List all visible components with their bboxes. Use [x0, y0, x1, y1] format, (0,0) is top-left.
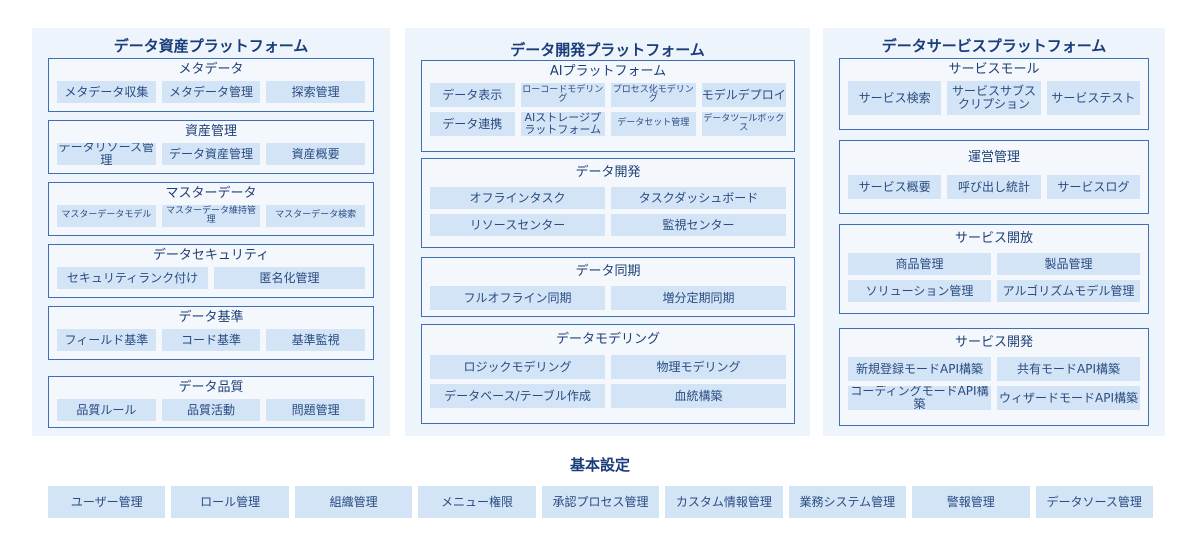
module-data-quality: データ品質 品質ルール 品質活動 問題管理 [48, 376, 374, 428]
item-solution-management[interactable]: ソリューション管理 [848, 280, 991, 302]
item-service-subscription[interactable]: サービスサブスクリプション [947, 81, 1041, 115]
base-settings-row: ユーザー管理 ロール管理 組織管理 メニュー権限 承認プロセス管理 カスタム情報… [48, 486, 1153, 518]
base-item-custom-info[interactable]: カスタム情報管理 [665, 486, 783, 518]
module-ai-platform: AIプラットフォーム データ表示 ローコードモデリング プロセス化モデリング モ… [421, 60, 795, 152]
item-logic-modeling[interactable]: ロジックモデリング [430, 355, 605, 379]
item-model-deploy[interactable]: モデルデプロイ [701, 83, 786, 107]
item-data-integration[interactable]: データ連携 [430, 112, 515, 136]
item-data-toolbox[interactable]: データツールボックス [701, 112, 786, 136]
item-process-modeling[interactable]: プロセス化モデリング [611, 83, 696, 107]
item-security-ranking[interactable]: セキュリティランク付け [57, 267, 208, 289]
item-coding-mode-api[interactable]: コーディングモードAPI構築 [848, 386, 991, 410]
item-service-overview[interactable]: サービス概要 [848, 175, 942, 199]
item-full-offline-sync[interactable]: フルオフライン同期 [430, 286, 605, 310]
item-asset-overview[interactable]: 資産概要 [266, 143, 366, 165]
item-db-table-creation[interactable]: データベース/テーブル作成 [430, 384, 605, 408]
module-service-open: サービス開放 商品管理 製品管理 ソリューション管理 アルゴリズムモデル管理 [839, 224, 1149, 314]
module-data-modeling: データモデリング ロジックモデリング 物理モデリング データベース/テーブル作成… [421, 324, 795, 424]
item-algorithm-model-management[interactable]: アルゴリズムモデル管理 [997, 280, 1140, 302]
module-title: データ同期 [575, 264, 641, 279]
item-quality-rules[interactable]: 品質ルール [57, 399, 156, 421]
item-data-asset-management[interactable]: データ資産管理 [161, 143, 261, 165]
item-data-resource-management[interactable]: データリソース管理 [57, 143, 156, 165]
item-issue-management[interactable]: 問題管理 [266, 399, 366, 421]
dev-platform-panel: データ開発プラットフォーム AIプラットフォーム データ表示 ローコードモデリン… [405, 28, 810, 436]
module-data-standards: データ基準 フィールド基準 コード基準 基準監視 [48, 306, 374, 360]
module-data-security: データセキュリティ セキュリティランク付け 匿名化管理 [48, 244, 374, 298]
item-anonymization-management[interactable]: 匿名化管理 [214, 267, 365, 289]
item-offline-task[interactable]: オフラインタスク [430, 187, 605, 209]
item-ai-storage-platform[interactable]: AIストレージプラットフォーム [520, 112, 605, 136]
module-title: 資産管理 [184, 124, 237, 139]
item-goods-management[interactable]: 製品管理 [997, 253, 1140, 275]
item-incremental-sync[interactable]: 増分定期同期 [611, 286, 786, 310]
item-lineage-building[interactable]: 血統構築 [611, 384, 786, 408]
module-service-development: サービス開発 新規登録モードAPI構築 共有モードAPI構築 コーディングモード… [839, 328, 1149, 426]
module-title: データセキュリティ [152, 248, 270, 263]
item-low-code-modeling[interactable]: ローコードモデリング [520, 83, 605, 107]
item-dataset-management[interactable]: データセット管理 [611, 112, 696, 136]
module-title: データ品質 [178, 380, 244, 395]
module-title: サービス開発 [954, 335, 1033, 350]
item-field-standards[interactable]: フィールド基準 [57, 329, 156, 351]
item-code-standards[interactable]: コード基準 [161, 329, 261, 351]
base-item-business-system[interactable]: 業務システム管理 [788, 486, 907, 518]
module-title: サービス開放 [954, 231, 1033, 246]
base-item-datasource-management[interactable]: データソース管理 [1035, 486, 1153, 518]
module-master-data: マスターデータ マスターデータモデル マスターデータ維持管理 マスターデータ検索 [48, 182, 374, 236]
module-title: マスターデータ [165, 186, 257, 201]
item-shared-mode-api[interactable]: 共有モードAPI構築 [997, 357, 1140, 381]
dev-platform-title: データ開発プラットフォーム [510, 41, 705, 59]
item-wizard-mode-api[interactable]: ウィザードモードAPI構築 [997, 386, 1140, 410]
base-item-organization-management[interactable]: 組織管理 [294, 486, 413, 518]
asset-platform-title: データ資産プラットフォーム [113, 37, 309, 55]
item-standards-monitoring[interactable]: 基準監視 [266, 329, 366, 351]
item-master-data-maintenance[interactable]: マスターデータ維持管理 [161, 205, 261, 227]
module-service-mall: サービスモール サービス検索 サービスサブスクリプション サービステスト [839, 58, 1149, 130]
item-service-search[interactable]: サービス検索 [848, 81, 942, 115]
item-data-display[interactable]: データ表示 [430, 83, 515, 107]
module-metadata: メタデータ メタデータ収集 メタデータ管理 探索管理 [48, 58, 374, 112]
base-item-user-management[interactable]: ユーザー管理 [48, 486, 166, 518]
item-metadata-management[interactable]: メタデータ管理 [161, 81, 261, 103]
module-title: メタデータ [178, 62, 244, 77]
base-item-role-management[interactable]: ロール管理 [171, 486, 289, 518]
module-title: データ開発 [575, 165, 641, 180]
item-metadata-collection[interactable]: メタデータ収集 [57, 81, 156, 103]
base-settings-title: 基本設定 [569, 456, 630, 474]
item-exploration-management[interactable]: 探索管理 [266, 81, 366, 103]
module-title: データモデリング [555, 332, 660, 347]
item-new-registration-api[interactable]: 新規登録モードAPI構築 [848, 357, 991, 381]
item-service-test[interactable]: サービステスト [1046, 81, 1140, 115]
module-data-sync: データ同期 フルオフライン同期 増分定期同期 [421, 257, 795, 317]
module-title: AIプラットフォーム [549, 64, 667, 79]
item-task-dashboard[interactable]: タスクダッシュボード [611, 187, 786, 209]
service-platform-panel: データサービスプラットフォーム サービスモール サービス検索 サービスサブスクリ… [823, 28, 1165, 436]
base-item-menu-permissions[interactable]: メニュー権限 [418, 486, 536, 518]
base-item-alert-management[interactable]: 警報管理 [912, 486, 1030, 518]
item-master-data-search[interactable]: マスターデータ検索 [266, 205, 366, 227]
item-call-statistics[interactable]: 呼び出し統計 [947, 175, 1041, 199]
module-title: サービスモール [948, 62, 1040, 77]
base-item-approval-process[interactable]: 承認プロセス管理 [541, 486, 660, 518]
asset-platform-panel: データ資産プラットフォーム メタデータ メタデータ収集 メタデータ管理 探索管理… [32, 28, 390, 436]
item-service-log[interactable]: サービスログ [1046, 175, 1140, 199]
module-asset-management: 資産管理 データリソース管理 データ資産管理 資産概要 [48, 120, 374, 174]
module-data-development: データ開発 オフラインタスク タスクダッシュボード リソースセンター 監視センタ… [421, 158, 795, 248]
item-physical-modeling[interactable]: 物理モデリング [611, 355, 786, 379]
item-quality-activities[interactable]: 品質活動 [161, 399, 261, 421]
module-operations-management: 運営管理 サービス概要 呼び出し統計 サービスログ [839, 140, 1149, 214]
module-title: 運営管理 [967, 150, 1020, 165]
item-product-management[interactable]: 商品管理 [848, 253, 991, 275]
item-master-data-model[interactable]: マスターデータモデル [57, 205, 156, 227]
item-monitoring-center[interactable]: 監視センター [611, 214, 786, 236]
module-title: データ基準 [178, 310, 244, 325]
item-resource-center[interactable]: リソースセンター [430, 214, 605, 236]
service-platform-title: データサービスプラットフォーム [881, 37, 1107, 55]
